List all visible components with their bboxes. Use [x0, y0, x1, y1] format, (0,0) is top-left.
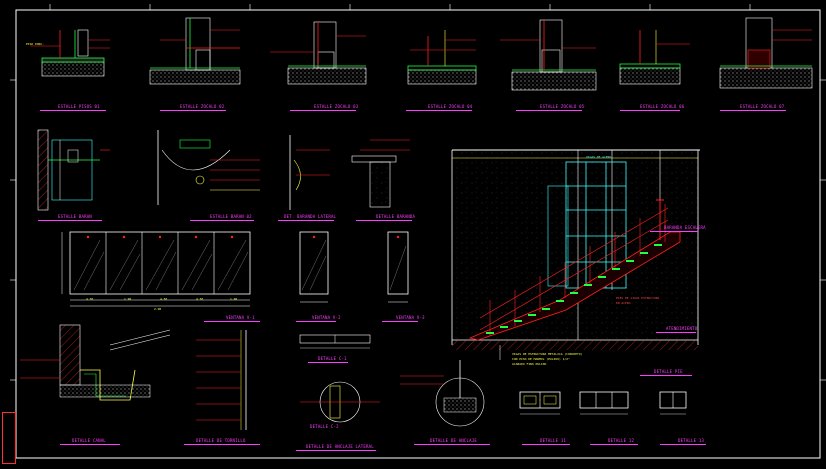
detail-railing-01 — [37, 129, 110, 211]
stair-section — [451, 149, 700, 360]
detail-railing-post — [351, 139, 410, 208]
caption-top-4: ESTALLE ZOCALO 04 — [428, 104, 473, 109]
win-dim-5: 1.90 — [230, 297, 238, 301]
detail-13 — [659, 391, 687, 415]
caption-bottom-7: DETALLE 13 — [678, 438, 705, 443]
detail-skirting-07 — [719, 17, 813, 89]
stair-note-5: ACABADO FINO PULIDO — [512, 362, 547, 366]
frame-ticks — [10, 4, 826, 381]
caption-stair: BARANDA ESCALERA — [664, 225, 706, 230]
detail-anchor — [400, 360, 485, 427]
window-v3 — [387, 231, 409, 303]
detail-skirting-04 — [407, 30, 477, 85]
title-block — [2, 412, 16, 464]
caption-bottom-3: DETALLE DE ANCLAJE LATERAL — [306, 444, 374, 449]
stair-note-top: VIGAS DE ACERO — [586, 155, 612, 159]
caption-mid-1: ESTALLE BARAN — [58, 214, 92, 219]
detail-ch — [299, 334, 371, 349]
win-dim-total: 2.00 — [154, 307, 162, 311]
caption-mid-4: DETALLE BARANDA — [376, 214, 416, 219]
svg-text:PISO PORC.: PISO PORC. — [26, 42, 44, 46]
caption-top-1: ESTALLE PISOS 01 — [58, 104, 100, 109]
detail-12 — [579, 391, 629, 415]
caption-window-2: VENTANA V-2 — [312, 315, 341, 320]
caption-top-7: ESTALLE ZOCALO 07 — [740, 104, 785, 109]
window-v2 — [299, 231, 329, 303]
detail-bolt — [196, 330, 247, 430]
detail-railing-02 — [157, 130, 260, 205]
caption-window-1: VENTANA V-1 — [226, 315, 255, 320]
stair-note-3: VIGAS DE ESTRUCTURA METALICA (CONCRETO) — [512, 352, 583, 356]
win-dim-2: 1.90 — [124, 297, 132, 301]
stair-note-2: EN ACERO — [616, 301, 631, 305]
caption-window-3: VENTANA V-3 — [396, 315, 425, 320]
win-dim-4: 4.50 — [196, 297, 204, 301]
caption-bottom-6: DETALLE 12 — [608, 438, 635, 443]
detail-anchor-lateral — [300, 381, 380, 423]
sheet-frame — [15, 9, 821, 459]
detail-skirting-05 — [500, 19, 597, 91]
stair-note-1: PIES DE VIGAS ESTRUCTURA — [616, 296, 660, 300]
win-dim-3: 4.50 — [160, 297, 168, 301]
detail-skirting-03 — [270, 21, 367, 85]
caption-small-2: DETALLE C-2 — [310, 424, 339, 429]
caption-bottom-4: DETALLE DE ANCLAJE — [430, 438, 477, 443]
stair-note-4: CON PISO DE MARMOL (PULIDO) 1/2" — [512, 357, 570, 361]
detail-11 — [519, 391, 561, 415]
caption-bottom-2: DETALLE DE TORNILLO — [196, 438, 246, 443]
caption-stair-floor: ATENDIMIENTO — [666, 326, 698, 331]
caption-top-6: ESTALLE ZOCALO 06 — [640, 104, 685, 109]
caption-bottom-1: DETALLE CANAL — [72, 438, 106, 443]
win-dim-1: 4.50 — [86, 297, 94, 301]
caption-mid-2: ESTALLE BARAN 02 — [210, 214, 252, 219]
detail-skirting-06 — [619, 30, 690, 85]
detail-skirting-02 — [149, 17, 241, 85]
window-v1 — [61, 231, 251, 307]
detail-railing-lateral — [289, 135, 330, 210]
detail-floor-01: PISO PORC. — [26, 29, 110, 77]
detail-gutter — [20, 324, 171, 401]
caption-top-3: ESTALLE ZOCALO 03 — [314, 104, 359, 109]
caption-bottom-5: DETALLE 11 — [540, 438, 567, 443]
caption-top-2: ESTALLE ZOCALO 02 — [180, 104, 225, 109]
caption-small-3: DETALLE PIE — [654, 369, 683, 374]
caption-top-5: ESTALLE ZOCALO 05 — [540, 104, 585, 109]
caption-mid-3: DET. BARANDA LATERAL — [284, 214, 337, 219]
caption-small-1: DETALLE C-1 — [318, 356, 347, 361]
